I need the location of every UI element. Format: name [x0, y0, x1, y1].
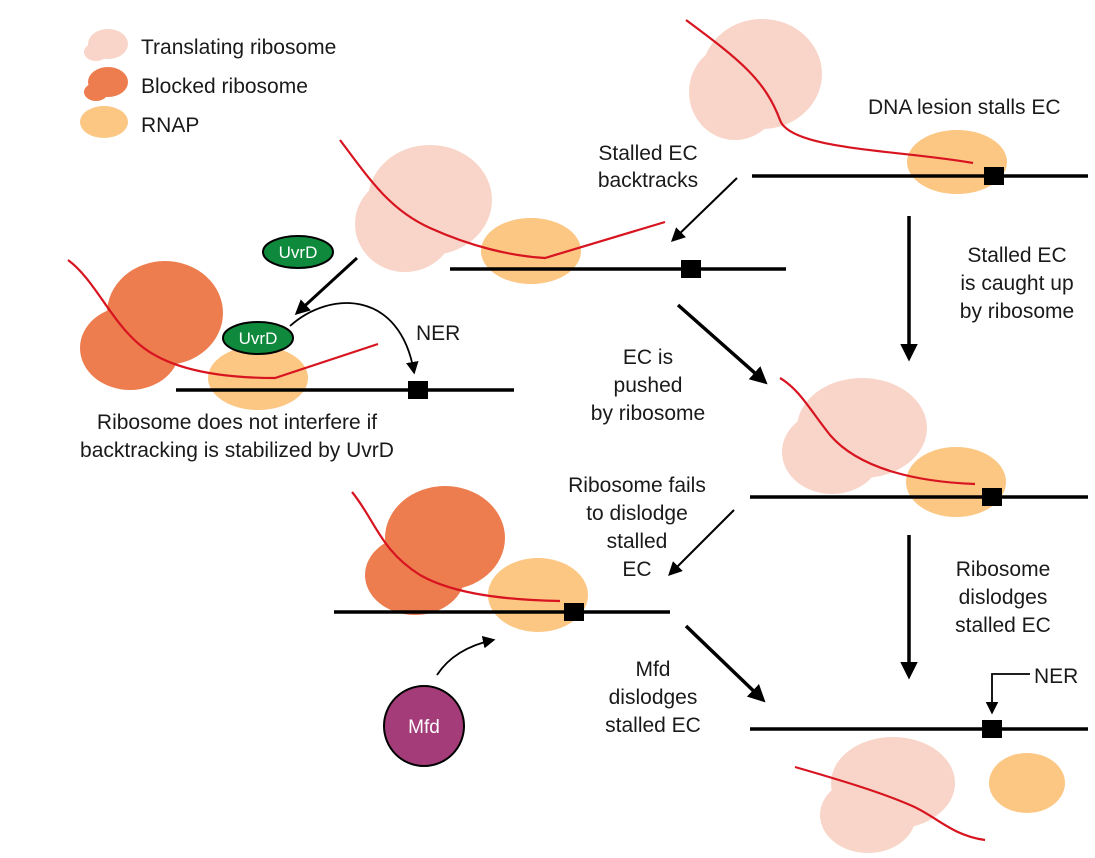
ner-arrow [985, 673, 1030, 715]
svg-text:Stalled EC: Stalled EC [967, 244, 1066, 267]
translating-ribosome-swatch [84, 29, 128, 61]
svg-text:to dislodge: to dislodge [586, 502, 688, 525]
legend-translating-label: Translating ribosome [141, 36, 336, 59]
svg-text:dislodges: dislodges [959, 586, 1048, 609]
svg-text:EC is: EC is [623, 346, 673, 369]
ner-label: NER [416, 322, 460, 345]
arrow-fails [668, 509, 735, 576]
arrow-backtracks [670, 177, 738, 242]
dna-lesion [984, 167, 1004, 185]
stage-backtracked [339, 139, 786, 284]
svg-text:Ribosome fails: Ribosome fails [568, 474, 706, 497]
mfd-protein: Mfd [383, 685, 465, 767]
arrow-mfd [684, 624, 766, 703]
translating-ribosome [782, 378, 927, 494]
mrna [67, 259, 379, 380]
label-pushed: EC is pushed by ribosome [591, 346, 705, 425]
label-caught-up: Stalled EC is caught up by ribosome [960, 244, 1074, 323]
legend-rnap-label: RNAP [141, 114, 199, 137]
stage-uvrd: UvrD UvrD NER [67, 235, 514, 410]
stage-caught-up [750, 377, 1088, 517]
rnap [989, 753, 1065, 813]
dna-lesion [982, 720, 1002, 738]
ner-arrow [289, 302, 419, 375]
uvrd-caption-line-2: backtracking is stabilized by UvrD [80, 439, 394, 462]
blocked-ribosome [80, 261, 223, 390]
label-backtracks: Stalled EC backtracks [598, 142, 698, 192]
mrna [339, 139, 666, 260]
svg-text:backtracks: backtracks [598, 169, 698, 192]
arrow-pushed [676, 303, 768, 385]
svg-text:is caught up: is caught up [960, 272, 1073, 295]
translating-ribosome [355, 145, 492, 272]
svg-text:stalled EC: stalled EC [955, 614, 1051, 637]
svg-text:by ribosome: by ribosome [591, 402, 705, 425]
mrna [779, 377, 976, 486]
label-mfd-dislodges: Mfd dislodges stalled EC [605, 658, 701, 737]
rnap-swatch [80, 106, 128, 138]
svg-text:stalled EC: stalled EC [605, 714, 701, 737]
ner-label-bottom: NER [1034, 665, 1078, 688]
mfd-binding-arrow [436, 635, 496, 676]
legend-blocked-label: Blocked ribosome [141, 75, 308, 98]
translating-ribosome [689, 19, 822, 140]
uvrd-binding-arrow [294, 256, 359, 316]
legend: Translating ribosome Blocked ribosome RN… [80, 29, 336, 138]
blocked-ribosome-swatch [84, 67, 128, 101]
uvrd-bound-label: UvrD [239, 329, 278, 348]
uvrd-bound: UvrD [222, 321, 294, 355]
svg-text:stalled: stalled [607, 530, 668, 553]
translating-ribosome [820, 737, 955, 853]
stage-ribosome-fails [334, 486, 670, 632]
dna-lesion [408, 381, 428, 399]
svg-text:pushed: pushed [614, 374, 683, 397]
svg-text:Stalled EC: Stalled EC [598, 142, 697, 165]
dna-lesion [681, 260, 701, 278]
dna-lesion [982, 488, 1002, 506]
label-dislodges: Ribosome dislodges stalled EC [955, 558, 1051, 637]
svg-text:Mfd: Mfd [635, 658, 670, 681]
blocked-ribosome [365, 486, 505, 615]
mrna [685, 19, 974, 165]
svg-text:dislodges: dislodges [609, 686, 698, 709]
mrna [794, 765, 986, 842]
mfd-label: Mfd [408, 717, 440, 738]
label-lesion-stalls: DNA lesion stalls EC [868, 96, 1061, 119]
stage-dislodged: NER [750, 665, 1088, 853]
rnap [907, 130, 1007, 194]
uvrd-label: UvrD [279, 243, 318, 262]
label-fails: Ribosome fails to dislodge stalled EC [568, 474, 706, 581]
svg-text:EC: EC [622, 558, 651, 581]
dna-lesion [564, 603, 584, 621]
stage-lesion-stalls [685, 19, 1088, 194]
uvrd-caption-line-1: Ribosome does not interfere if [97, 411, 377, 434]
svg-text:by ribosome: by ribosome [960, 300, 1074, 323]
mrna [351, 491, 561, 603]
uvrd-free: UvrD [262, 235, 334, 269]
svg-text:Ribosome: Ribosome [956, 558, 1051, 581]
